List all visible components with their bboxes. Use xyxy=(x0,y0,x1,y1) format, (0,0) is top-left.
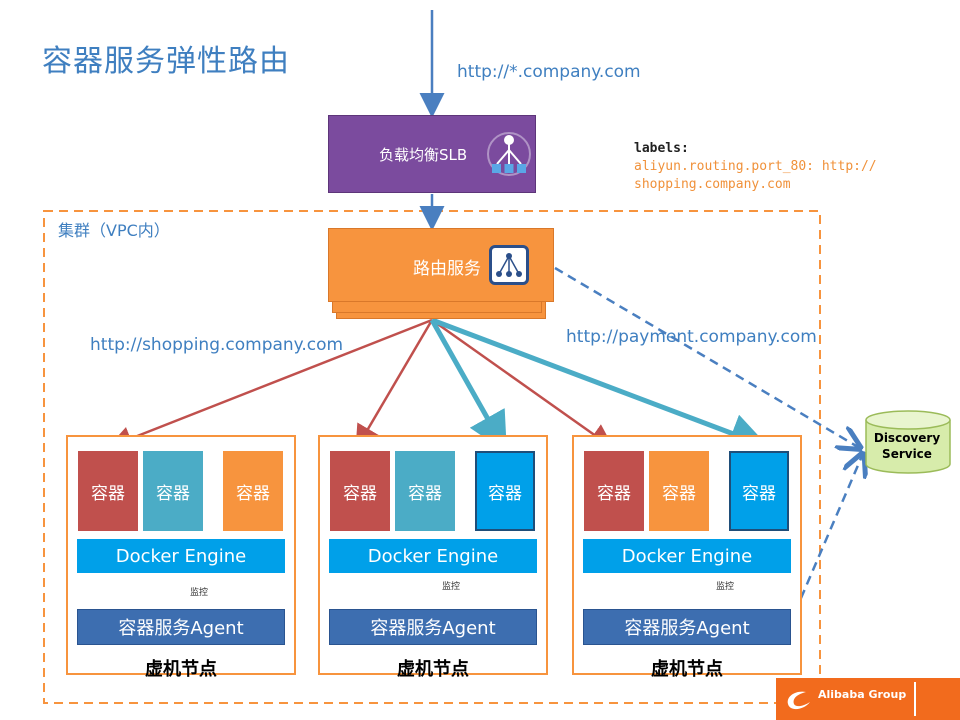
vm-node-label: 虚机节点 xyxy=(145,659,217,680)
routing-icon xyxy=(489,245,529,285)
vm-node-label: 虚机节点 xyxy=(651,659,723,680)
docker-engine: Docker Engine xyxy=(77,539,285,573)
page-title: 容器服务弹性路由 xyxy=(42,44,290,79)
vm-node-2: 容器 容器 容器 Docker Engine 监控 容器服务Agent 虚机节点 xyxy=(318,435,548,680)
container-service-agent: 容器服务Agent xyxy=(329,609,537,645)
discovery-cylinder-icon xyxy=(865,410,951,474)
cluster-boundary xyxy=(43,210,821,704)
brand-divider xyxy=(914,682,916,716)
route-arrow-payment-node2 xyxy=(429,318,507,453)
cluster-label: 集群（VPC内） xyxy=(58,221,170,240)
docker-engine: Docker Engine xyxy=(583,539,791,573)
routing-label: 路由服务 xyxy=(413,259,481,279)
wildcard-url-label: http://*.company.com xyxy=(457,62,641,82)
discovery-service-label: Discovery Service xyxy=(864,430,950,462)
vm-node-3: 容器 容器 容器 Docker Engine 监控 容器服务Agent 虚机节点 xyxy=(572,435,802,680)
slb-label: 负载均衡SLB xyxy=(379,146,468,164)
docker-engine: Docker Engine xyxy=(329,539,537,573)
agent-to-discovery-link xyxy=(793,456,862,613)
tree-network-icon xyxy=(496,253,522,277)
brand-text: Alibaba Group xyxy=(818,688,907,701)
slb-box: 负载均衡SLB xyxy=(328,115,536,193)
monitor-label: 监控 xyxy=(716,582,735,592)
container-blue: 容器 xyxy=(729,451,789,531)
container-teal: 容器 xyxy=(395,451,455,531)
routing-service-box: 路由服务 xyxy=(328,228,554,302)
route-arrow-payment-node3 xyxy=(431,317,770,453)
route-arrow-shopping-node3 xyxy=(431,318,615,449)
routing-to-discovery-link xyxy=(554,266,858,447)
payment-url-label: http://payment.company.com xyxy=(566,327,817,347)
routing-labels-block: labels: aliyun.routing.port_80: http:// … xyxy=(634,140,877,194)
discovery-line1: Discovery xyxy=(873,431,941,445)
brand-footer: Alibaba Group xyxy=(776,678,960,720)
load-balancer-icon xyxy=(487,132,531,176)
route-arrow-shopping-node2 xyxy=(355,319,434,451)
labels-value-line1: aliyun.routing.port_80: http:// xyxy=(634,159,877,174)
container-service-agent: 容器服务Agent xyxy=(77,609,285,645)
container-red: 容器 xyxy=(330,451,390,531)
container-teal: 容器 xyxy=(143,451,203,531)
shopping-url-label: http://shopping.company.com xyxy=(90,335,344,355)
container-red: 容器 xyxy=(584,451,644,531)
vm-node-1: 容器 容器 容器 Docker Engine 监控 容器服务Agent 虚机节点 xyxy=(66,435,296,680)
labels-key: labels: xyxy=(634,141,689,156)
monitor-label: 监控 xyxy=(442,582,461,592)
labels-value-line2: shopping.company.com xyxy=(634,177,791,192)
container-service-agent: 容器服务Agent xyxy=(583,609,791,645)
container-orange: 容器 xyxy=(649,451,709,531)
discovery-line2: Service xyxy=(882,447,932,461)
container-red: 容器 xyxy=(78,451,138,531)
vm-node-label: 虚机节点 xyxy=(397,659,469,680)
monitor-label: 监控 xyxy=(190,588,209,598)
alibaba-logo-icon xyxy=(787,691,810,710)
discovery-service: Discovery Service xyxy=(864,408,950,474)
container-orange: 容器 xyxy=(223,451,283,531)
container-blue: 容器 xyxy=(475,451,535,531)
route-arrow-shopping-node1 xyxy=(107,318,433,451)
